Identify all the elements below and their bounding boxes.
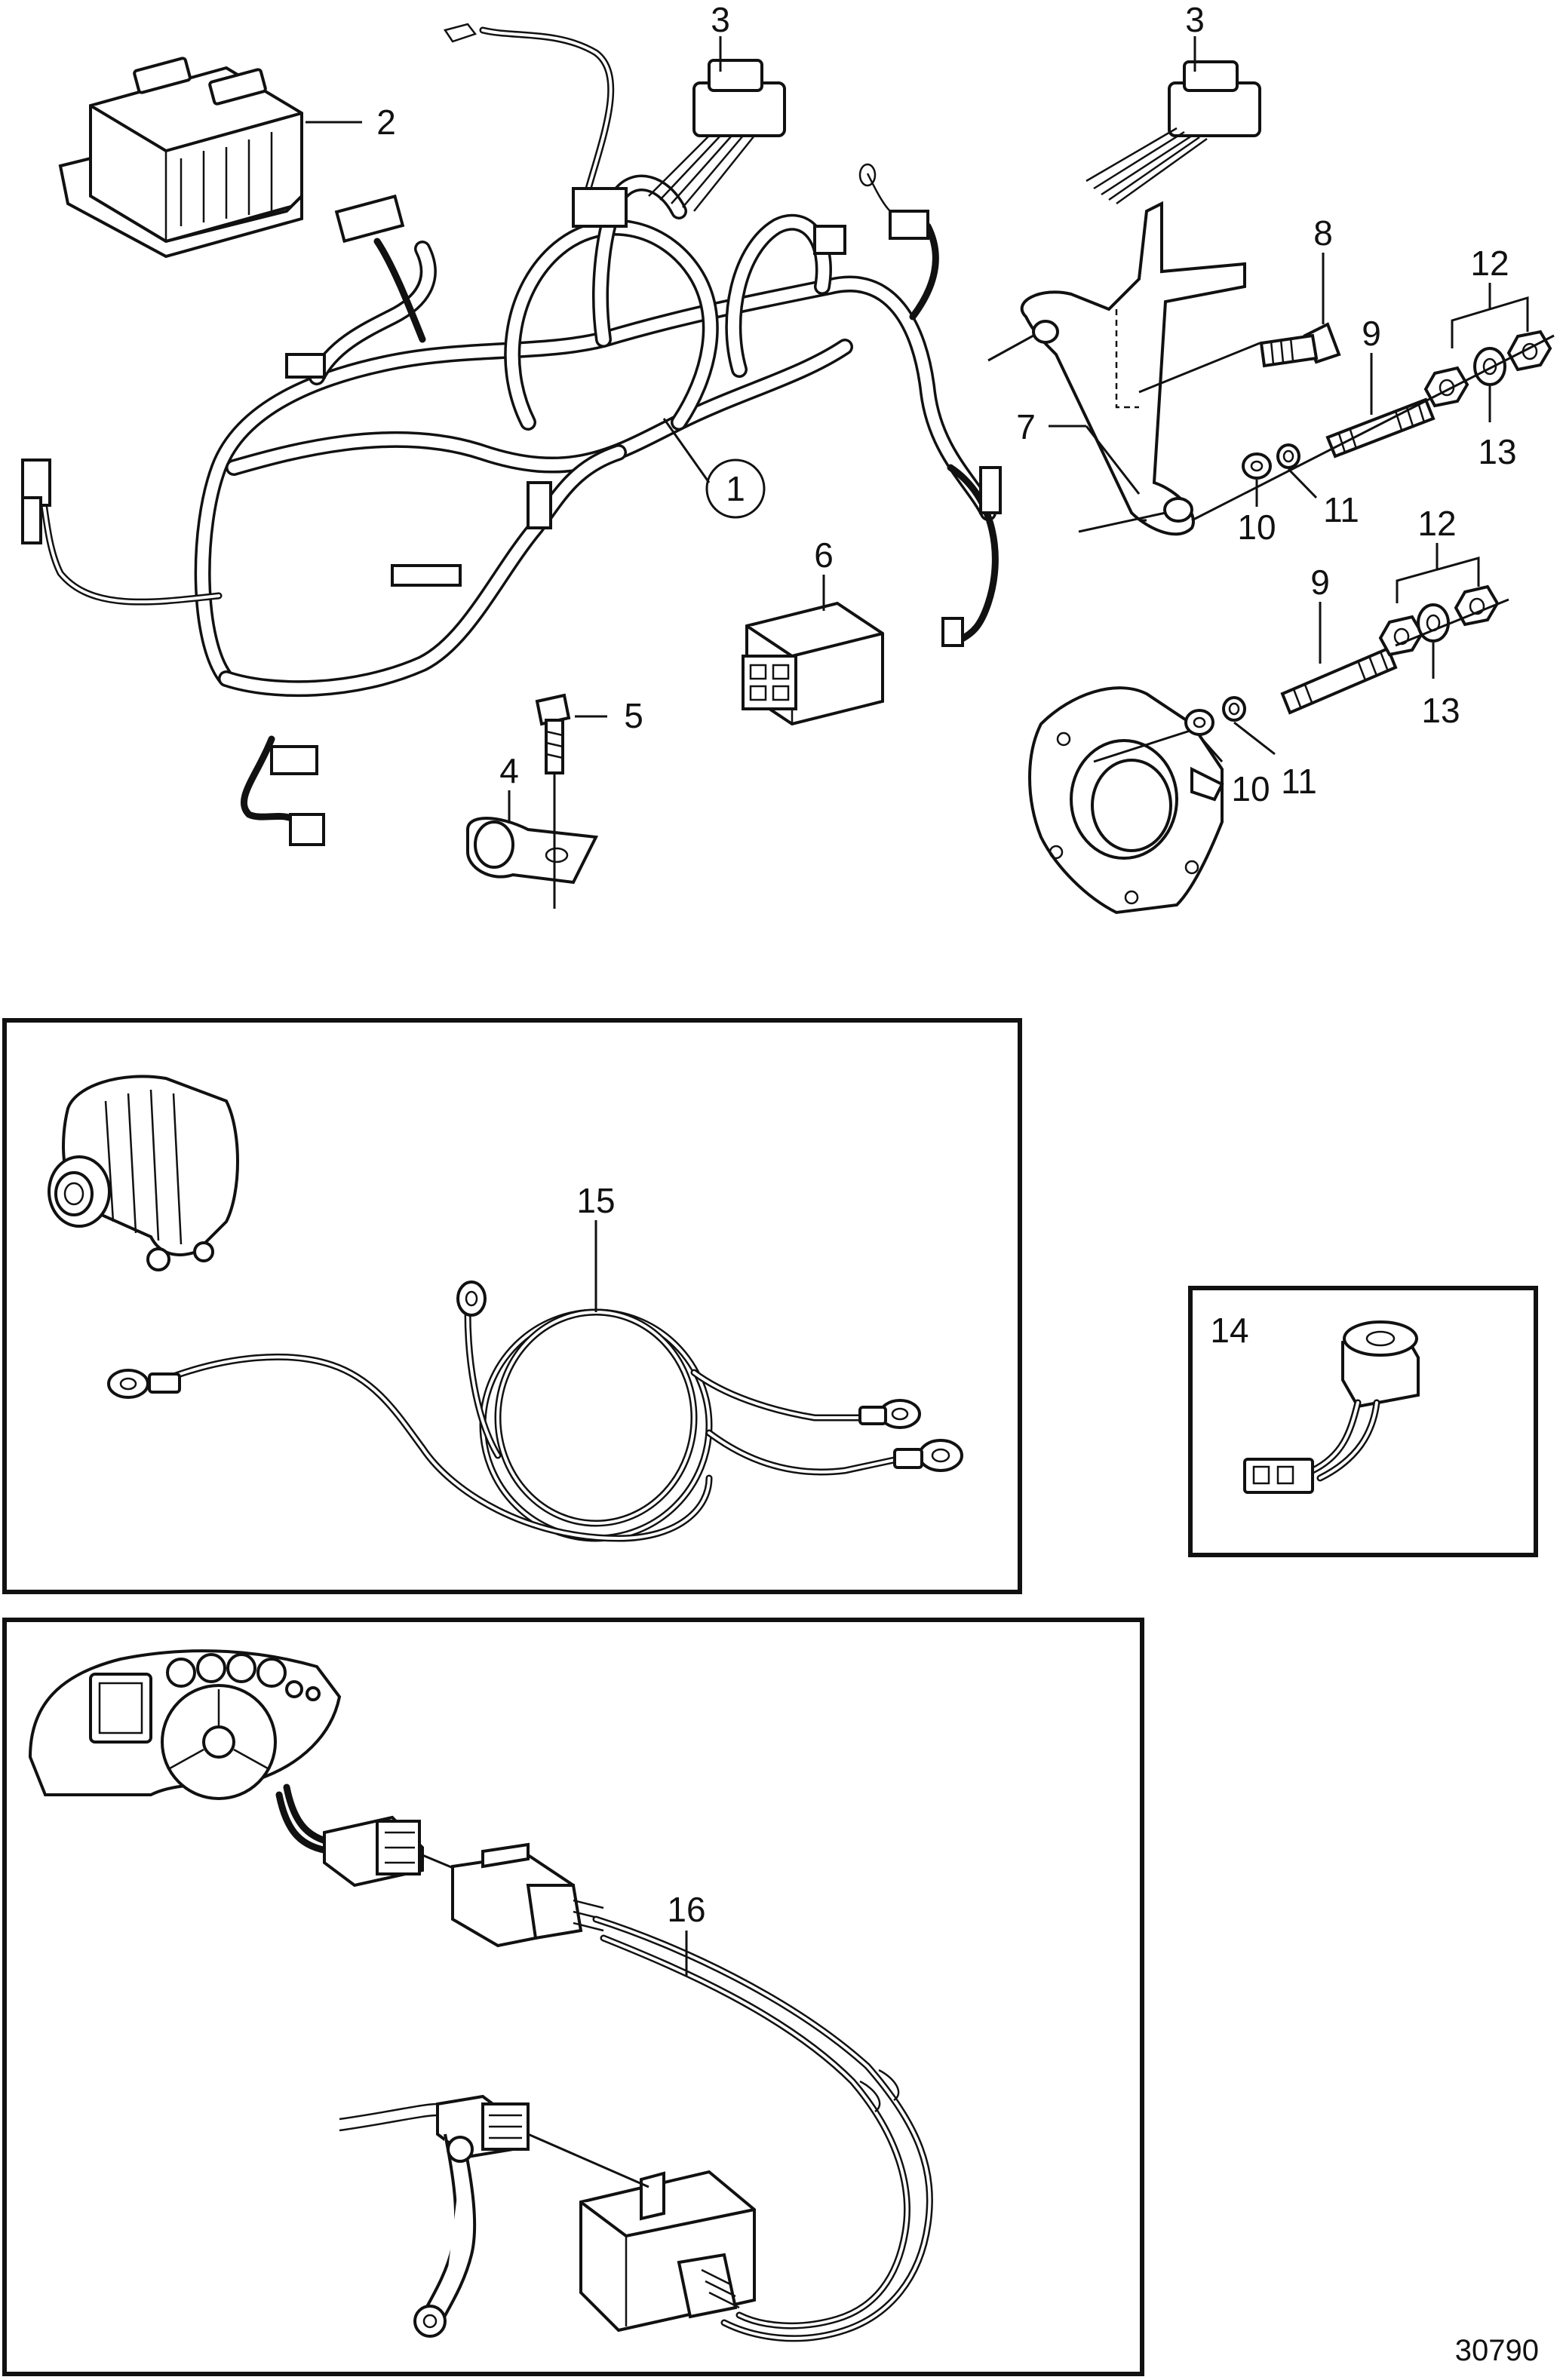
callout-label: 2	[376, 103, 396, 142]
callout-11b: 11	[1233, 721, 1317, 801]
callout-4: 4	[499, 751, 519, 823]
main-wiring-harness	[21, 23, 1002, 846]
callout-label: 13	[1478, 432, 1516, 471]
nuts-12b	[1378, 584, 1500, 657]
alternator-cable	[107, 1280, 963, 1542]
callout-label: 9	[1362, 314, 1381, 353]
screw-5	[535, 693, 571, 909]
callout-16: 16	[667, 1890, 706, 1976]
callout-9a: 9	[1362, 314, 1381, 415]
callout-label: 5	[624, 696, 643, 735]
flywheel-housing	[1028, 686, 1224, 915]
callout-label: 11	[1323, 490, 1359, 529]
callout-13a: 13	[1478, 386, 1517, 471]
callout-13b: 13	[1421, 643, 1460, 730]
callout-9b: 9	[1310, 563, 1330, 664]
callout-label: 12	[1417, 504, 1456, 543]
washer-10b	[1184, 709, 1214, 736]
lock-washer-11a	[1276, 443, 1300, 469]
callout-label: 8	[1313, 213, 1333, 253]
sensor-panel	[1188, 1286, 1538, 1557]
stud-9b	[1280, 646, 1398, 715]
callout-label: 9	[1310, 563, 1330, 602]
washer-13a	[1473, 347, 1506, 386]
callout-label: 3	[711, 0, 730, 39]
cable-clamp	[466, 817, 599, 885]
alternator	[48, 1075, 239, 1271]
instrument-harness-panel	[2, 1618, 1144, 2376]
callout-14: 14	[1210, 1311, 1248, 1350]
washer-10a	[1242, 452, 1272, 480]
callout-label: 1	[726, 469, 745, 508]
callout-label: 10	[1231, 769, 1270, 808]
relay	[742, 601, 884, 726]
sensor-14	[1243, 1320, 1420, 1494]
callout-label: 13	[1421, 691, 1460, 730]
callout-10a: 10	[1237, 480, 1276, 547]
callout-3b: 3	[1185, 0, 1205, 72]
callout-3a: 3	[711, 0, 730, 72]
connector-3b	[1086, 60, 1261, 205]
callout-label: 10	[1237, 508, 1276, 547]
callout-15: 15	[576, 1181, 616, 1312]
stud-9a	[1325, 397, 1436, 459]
relay-box	[58, 57, 303, 259]
callout-label: 6	[814, 535, 834, 575]
connector-3a	[648, 59, 786, 212]
callout-label: 15	[576, 1181, 615, 1220]
callout-11a: 11	[1287, 468, 1359, 529]
callout-5: 5	[575, 696, 643, 735]
callout-label: 3	[1185, 0, 1205, 39]
instrument-panel	[28, 1649, 342, 1800]
bracket	[987, 201, 1261, 536]
callout-1: 1	[662, 418, 766, 519]
callout-label: 12	[1470, 244, 1509, 283]
alternator-cable-panel	[2, 1018, 1022, 1594]
callout-label: 16	[667, 1890, 705, 1929]
callout-7: 7	[1016, 407, 1141, 495]
callout-label: 11	[1281, 762, 1317, 801]
bolt-8	[1259, 322, 1341, 368]
callout-2: 2	[306, 103, 396, 142]
figure-number: 30790	[1455, 2334, 1539, 2367]
callout-10b: 10	[1198, 735, 1270, 808]
lock-washer-11b	[1222, 696, 1246, 722]
callout-6: 6	[814, 535, 834, 611]
callout-12a: 12	[1451, 244, 1529, 348]
callout-label: 4	[499, 751, 519, 790]
instrument-harness	[275, 1783, 933, 2342]
callout-8: 8	[1313, 213, 1333, 324]
callout-label: 7	[1016, 407, 1036, 446]
callout-12b: 12	[1396, 504, 1480, 603]
